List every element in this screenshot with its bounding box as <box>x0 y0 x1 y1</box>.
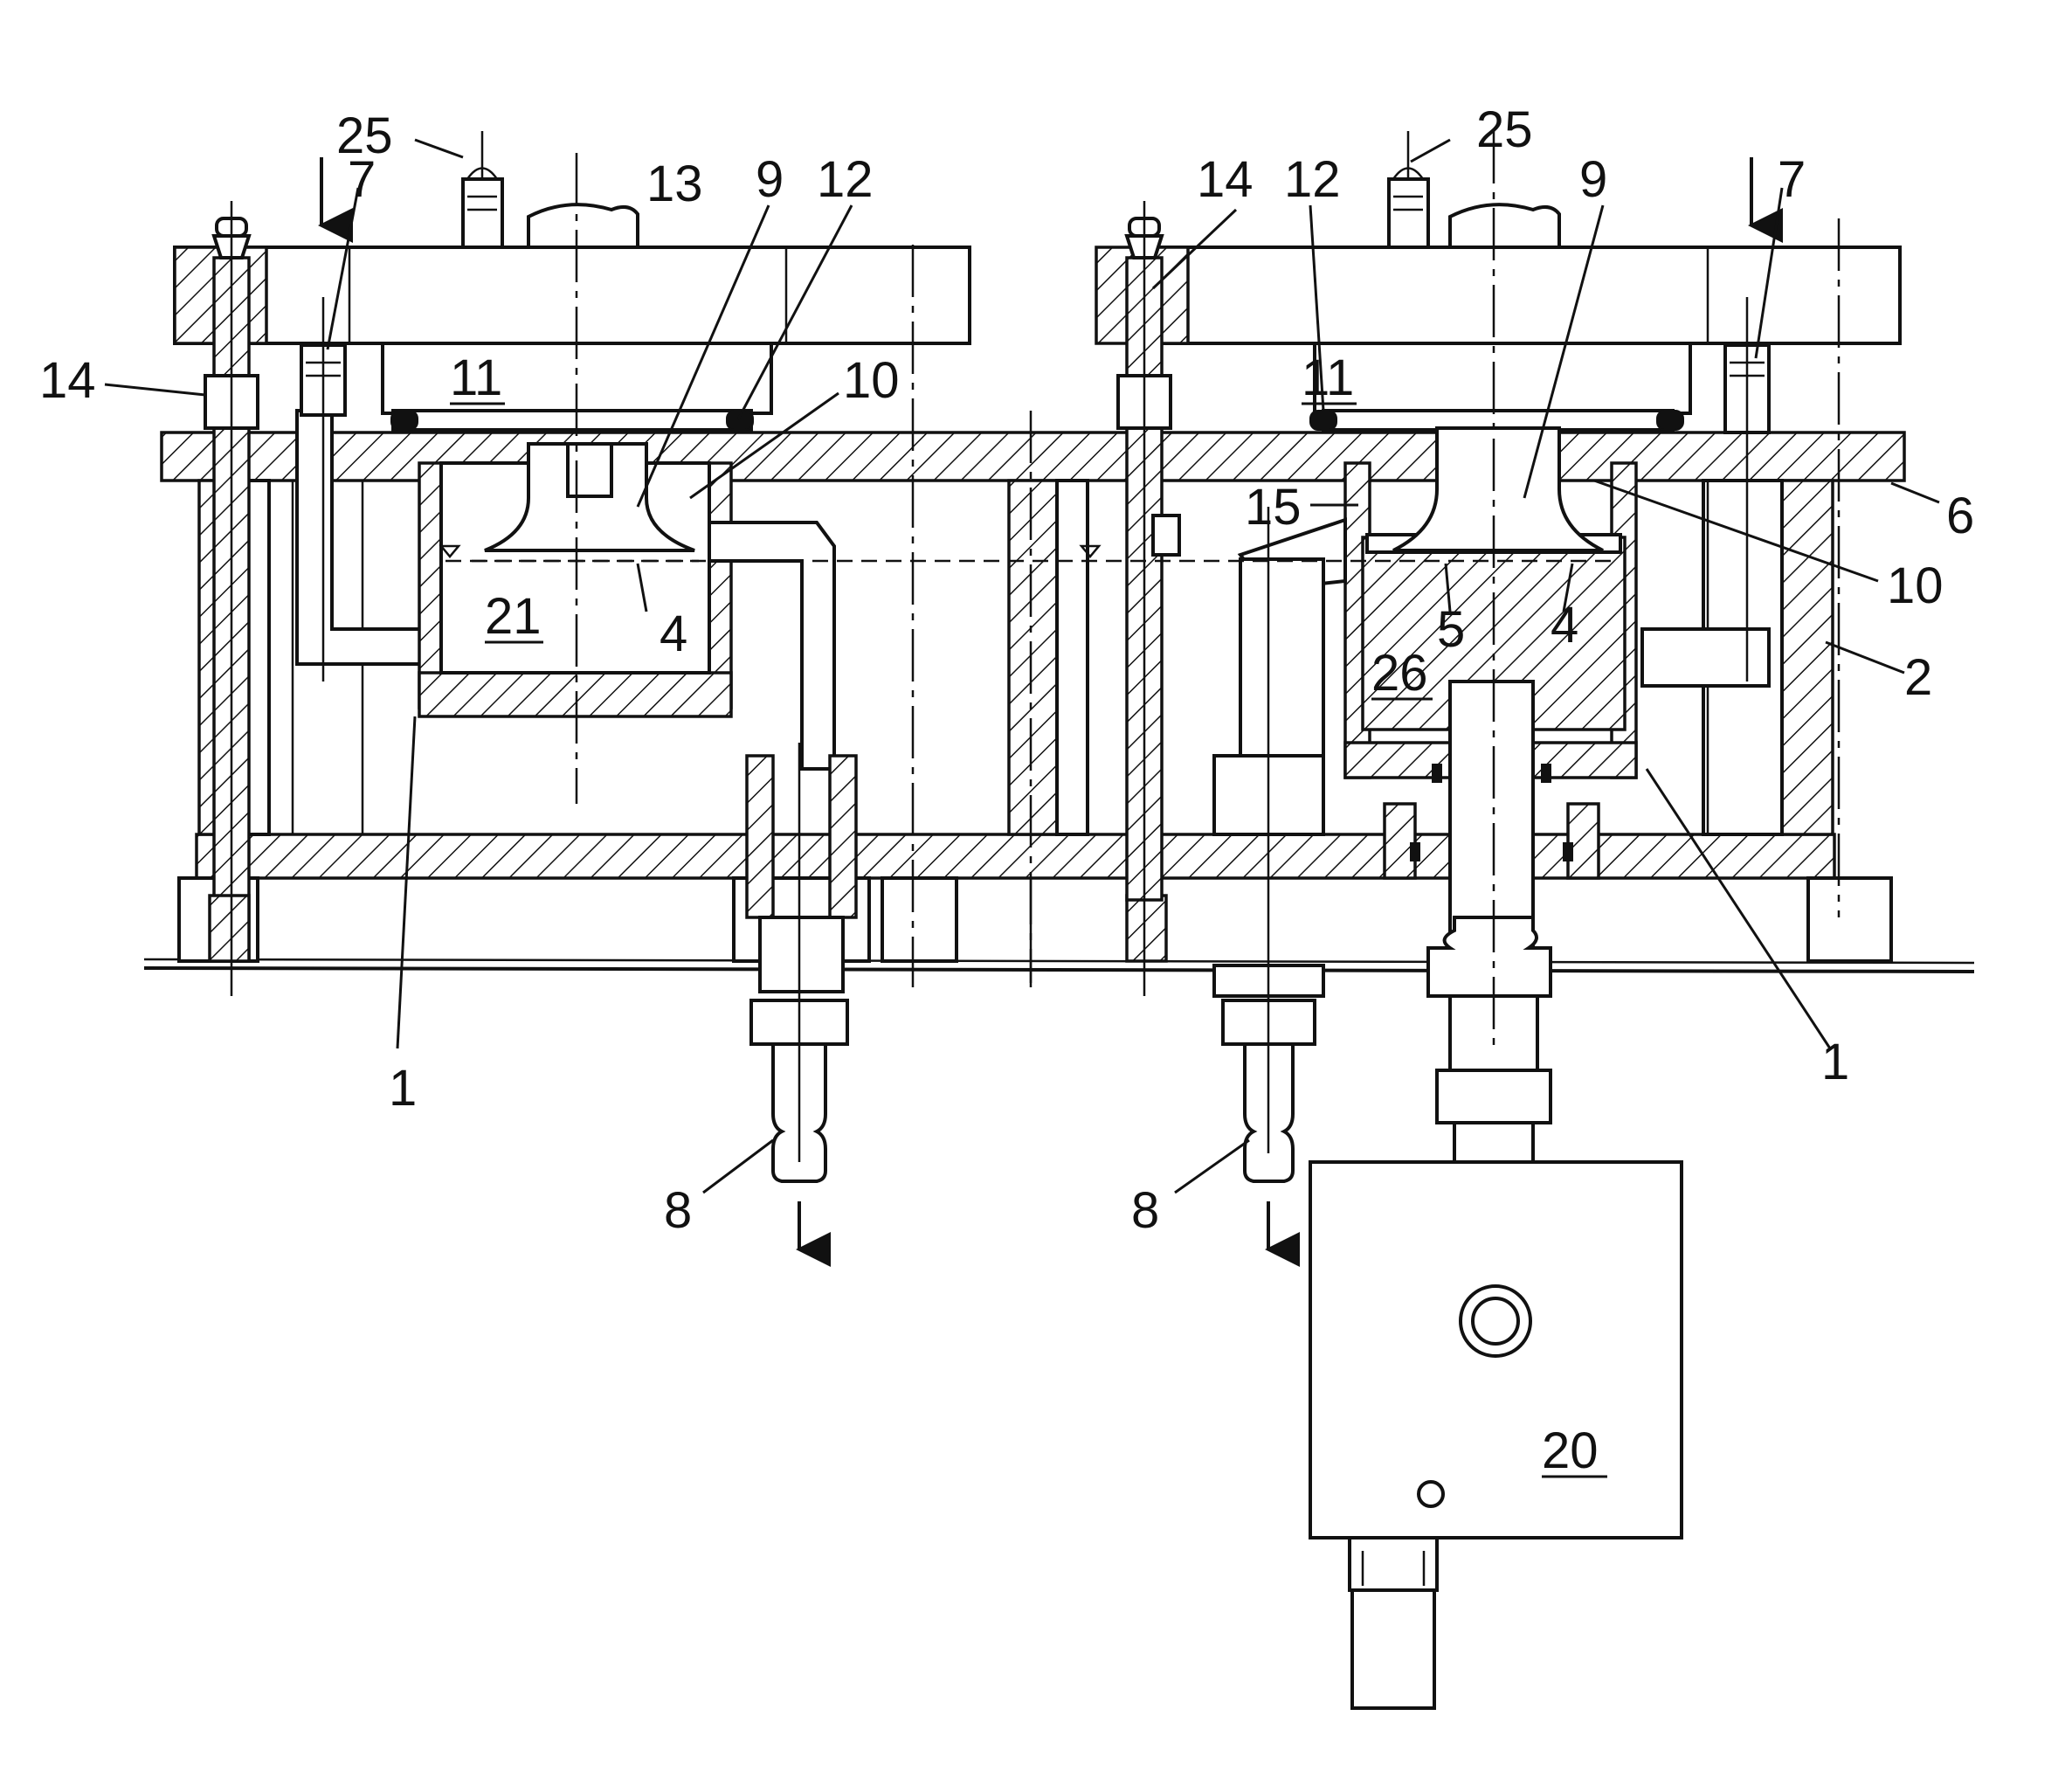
container-1-left <box>419 444 731 716</box>
label-25-right: 25 <box>1476 101 1533 158</box>
label-11-left: 11 <box>450 349 502 406</box>
guide-pin-14-left <box>205 201 258 996</box>
label-14-left: 14 <box>39 352 96 409</box>
label-4-left: 4 <box>660 605 687 662</box>
label-7-left: 7 <box>348 151 376 208</box>
label-26: 26 <box>1371 645 1428 702</box>
label-12-left: 12 <box>817 151 874 208</box>
label-12-right: 12 <box>1284 151 1341 208</box>
label-2: 2 <box>1904 649 1932 706</box>
label-7-right: 7 <box>1778 151 1806 208</box>
label-15: 15 <box>1245 479 1302 536</box>
base-frame <box>144 834 1974 983</box>
label-10-right: 10 <box>1887 557 1944 614</box>
label-10-left: 10 <box>843 352 900 409</box>
label-14-right: 14 <box>1197 151 1254 208</box>
label-9-left: 9 <box>756 151 784 208</box>
label-8-left: 8 <box>664 1182 692 1239</box>
label-20: 20 <box>1542 1422 1599 1479</box>
label-6: 6 <box>1946 488 1974 544</box>
label-11-right: 11 <box>1302 349 1354 406</box>
label-5: 5 <box>1437 601 1465 658</box>
label-13: 13 <box>646 156 703 212</box>
label-1-right: 1 <box>1821 1034 1849 1090</box>
label-21: 21 <box>485 588 542 645</box>
label-4-right: 4 <box>1551 597 1578 654</box>
label-9-right: 9 <box>1579 151 1607 208</box>
funnel-15 <box>1214 520 1345 834</box>
label-8-right: 8 <box>1131 1182 1159 1239</box>
valve-block-20 <box>1310 917 1682 1708</box>
label-1-left: 1 <box>389 1060 417 1117</box>
